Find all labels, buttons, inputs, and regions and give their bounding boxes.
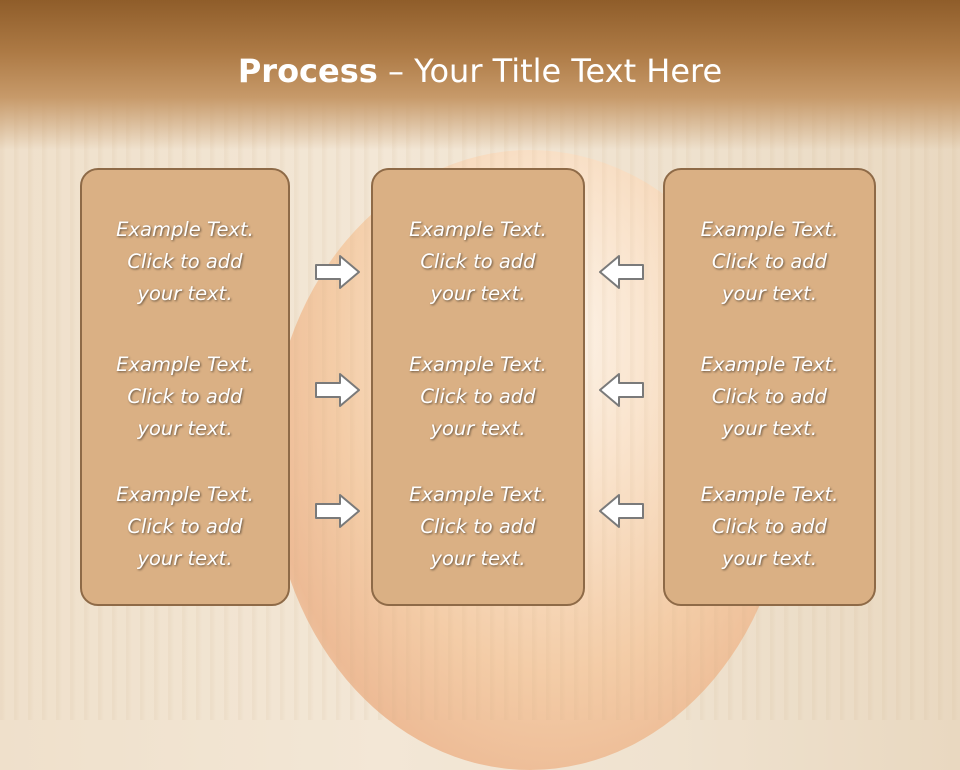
left-arrow-icon [599, 373, 644, 407]
text-line: your text. [137, 417, 233, 440]
text-item[interactable]: Example Text. Click to add your text. [665, 479, 874, 575]
title-bar [0, 0, 960, 150]
text-line: your text. [721, 547, 818, 570]
text-line: Click to add [127, 250, 243, 273]
text-item[interactable]: Example Text. Click to add your text. [373, 214, 583, 310]
text-line: Click to add [420, 385, 536, 408]
title-rest: – Your Title Text Here [377, 52, 723, 90]
text-line: Click to add [711, 385, 828, 408]
text-line: Example Text. [116, 353, 254, 376]
process-box-right[interactable]: Example Text. Click to add your text. Ex… [663, 168, 876, 606]
text-item[interactable]: Example Text. Click to add your text. [373, 349, 583, 445]
text-line: Click to add [711, 250, 828, 273]
text-line: Example Text. [700, 483, 839, 506]
right-arrow-icon [315, 494, 360, 528]
text-item[interactable]: Example Text. Click to add your text. [82, 214, 288, 310]
slide-title[interactable]: Process – Your Title Text Here [0, 52, 960, 90]
text-line: Click to add [420, 515, 536, 538]
text-line: your text. [721, 417, 818, 440]
process-box-center[interactable]: Example Text. Click to add your text. Ex… [371, 168, 585, 606]
text-item[interactable]: Example Text. Click to add your text. [82, 479, 288, 575]
process-box-left[interactable]: Example Text. Click to add your text. Ex… [80, 168, 290, 606]
right-arrow-icon [315, 255, 360, 289]
left-arrow-icon [599, 494, 644, 528]
text-line: Example Text. [409, 483, 547, 506]
text-line: Example Text. [409, 218, 547, 241]
text-line: Click to add [127, 515, 243, 538]
text-line: Click to add [127, 385, 243, 408]
text-line: Example Text. [700, 353, 839, 376]
text-line: your text. [430, 417, 526, 440]
text-line: Example Text. [700, 218, 839, 241]
text-line: your text. [721, 282, 818, 305]
text-line: your text. [430, 282, 526, 305]
text-line: Example Text. [116, 483, 254, 506]
left-arrow-icon [599, 255, 644, 289]
text-item[interactable]: Example Text. Click to add your text. [665, 214, 874, 310]
text-line: Example Text. [116, 218, 254, 241]
text-line: your text. [137, 282, 233, 305]
text-item[interactable]: Example Text. Click to add your text. [373, 479, 583, 575]
text-line: Click to add [420, 250, 536, 273]
text-item[interactable]: Example Text. Click to add your text. [82, 349, 288, 445]
title-bold: Process [237, 52, 378, 90]
text-line: your text. [137, 547, 233, 570]
text-line: Click to add [711, 515, 828, 538]
text-line: your text. [430, 547, 526, 570]
right-arrow-icon [315, 373, 360, 407]
text-item[interactable]: Example Text. Click to add your text. [665, 349, 874, 445]
text-line: Example Text. [409, 353, 547, 376]
